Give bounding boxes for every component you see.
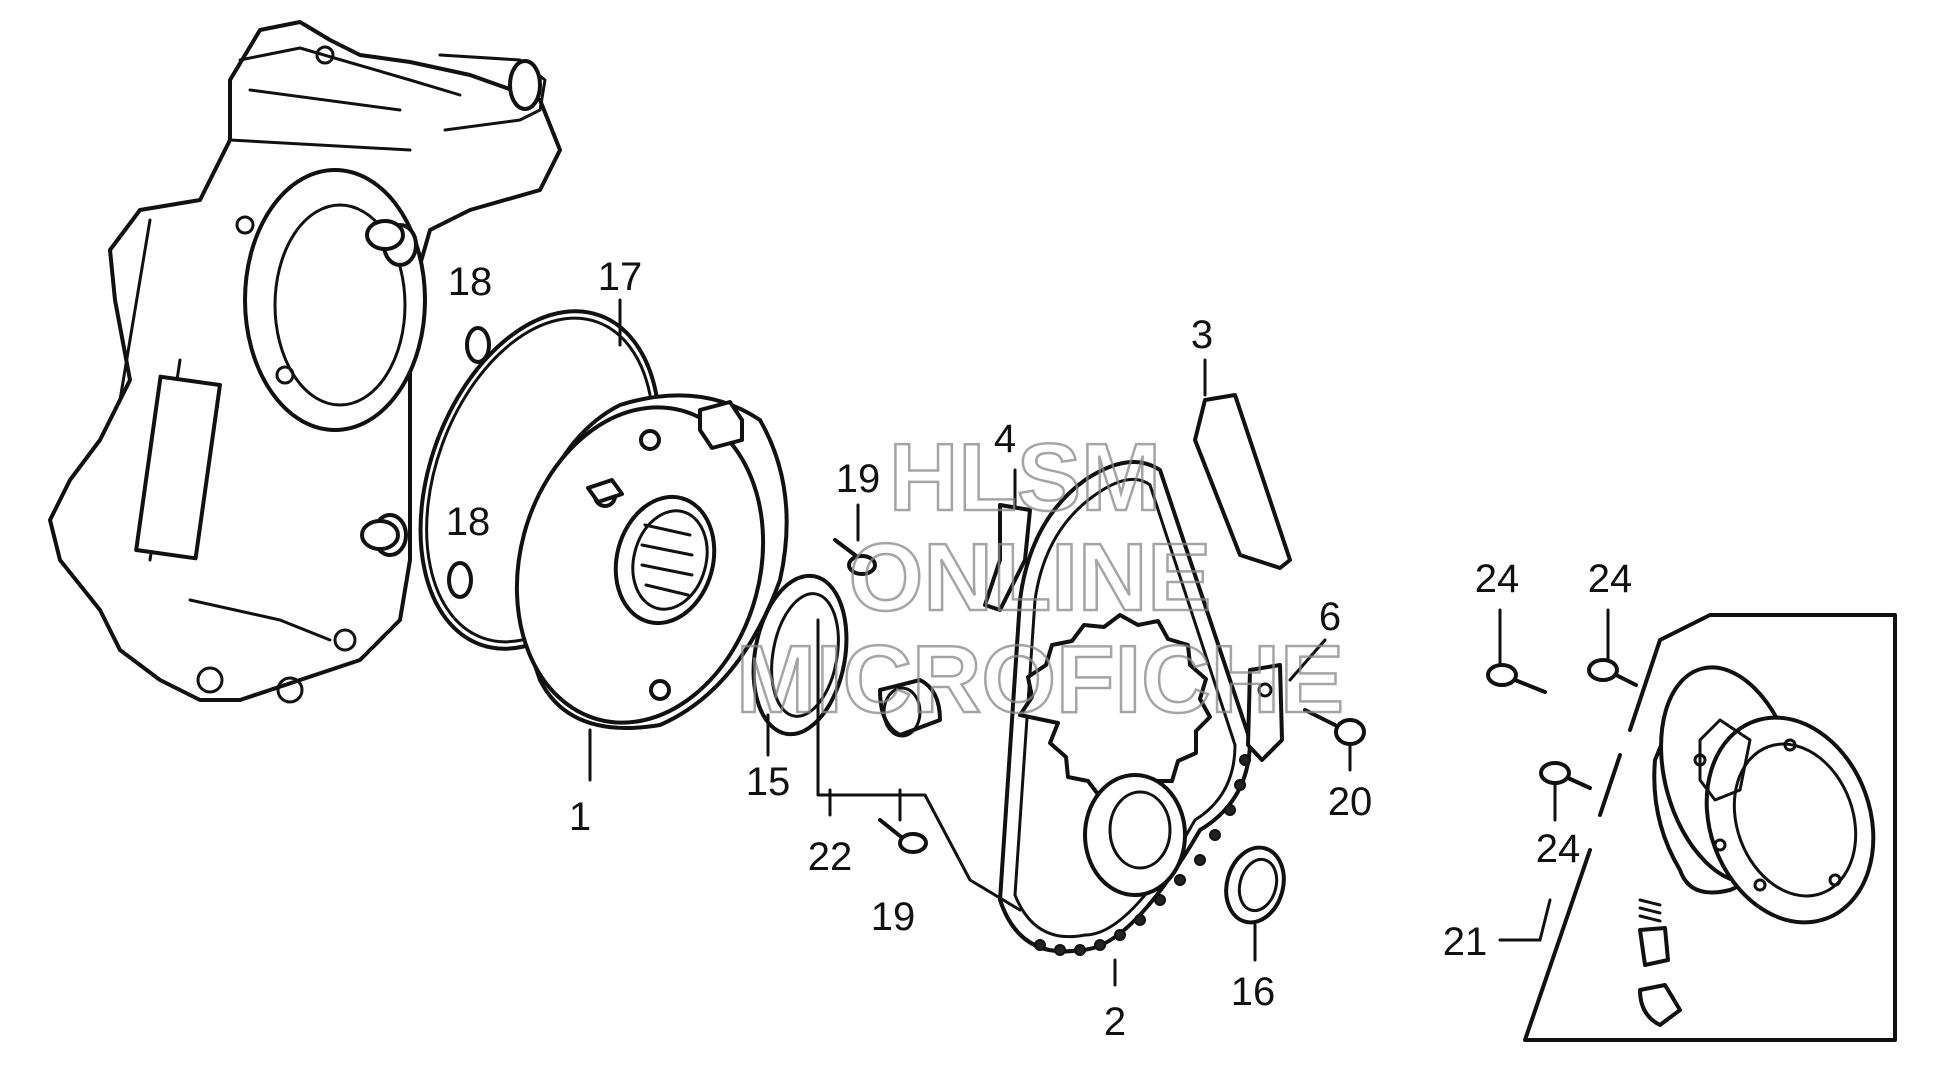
callout-18b: 18 xyxy=(446,500,491,544)
callout-1: 1 xyxy=(569,795,591,839)
callout-18a: 18 xyxy=(448,260,493,304)
watermark: HLSM ONLINE MICROFICHE xyxy=(735,423,1345,735)
callout-labels: 17 18 18 1 3 4 19 19 15 22 6 20 2 16 24 … xyxy=(446,255,1633,1044)
collar xyxy=(878,678,942,738)
callout-3: 3 xyxy=(1191,313,1213,357)
screw-24a xyxy=(1486,663,1547,694)
bolt-19b xyxy=(878,818,928,854)
callout-19a: 19 xyxy=(836,457,881,501)
callout-15: 15 xyxy=(746,760,791,804)
callout-16: 16 xyxy=(1231,970,1276,1014)
crankcase-housing xyxy=(48,20,562,704)
chain-guide-4 xyxy=(983,503,1032,612)
dowel-18b xyxy=(447,561,473,599)
watermark-line-3: MICROFICHE xyxy=(736,626,1344,733)
oil-seal-16 xyxy=(1224,845,1286,925)
chain-tensioner-3 xyxy=(1193,393,1292,570)
strainer-assembly-21 xyxy=(1523,613,1897,1042)
watermark-line-2: ONLINE xyxy=(849,524,1212,631)
drive-chain-sprocket-2 xyxy=(998,460,1252,956)
leader-lines xyxy=(588,298,1610,987)
callout-24a: 24 xyxy=(1475,557,1520,601)
callout-4: 4 xyxy=(994,417,1016,461)
lock-plate-6 xyxy=(1246,663,1284,762)
bolt-19a xyxy=(833,538,877,576)
callout-6: 6 xyxy=(1319,595,1341,639)
callout-19b: 19 xyxy=(871,895,916,939)
callout-24c: 24 xyxy=(1536,827,1581,871)
callout-21: 21 xyxy=(1443,920,1488,964)
relief-plunger xyxy=(1638,983,1682,1027)
relief-spring xyxy=(1638,898,1670,967)
callout-2: 2 xyxy=(1104,1000,1126,1044)
screw-24b xyxy=(1587,658,1638,687)
oil-seal-15 xyxy=(751,573,849,737)
callout-20: 20 xyxy=(1328,780,1373,824)
oil-pump-body-1 xyxy=(514,393,789,730)
dowel-18a xyxy=(465,326,491,364)
callout-17: 17 xyxy=(598,255,643,299)
callout-24b: 24 xyxy=(1588,557,1633,601)
callout-22: 22 xyxy=(808,835,853,879)
screw-24c xyxy=(1539,761,1592,790)
watermark-line-1: HLSM xyxy=(889,424,1161,531)
